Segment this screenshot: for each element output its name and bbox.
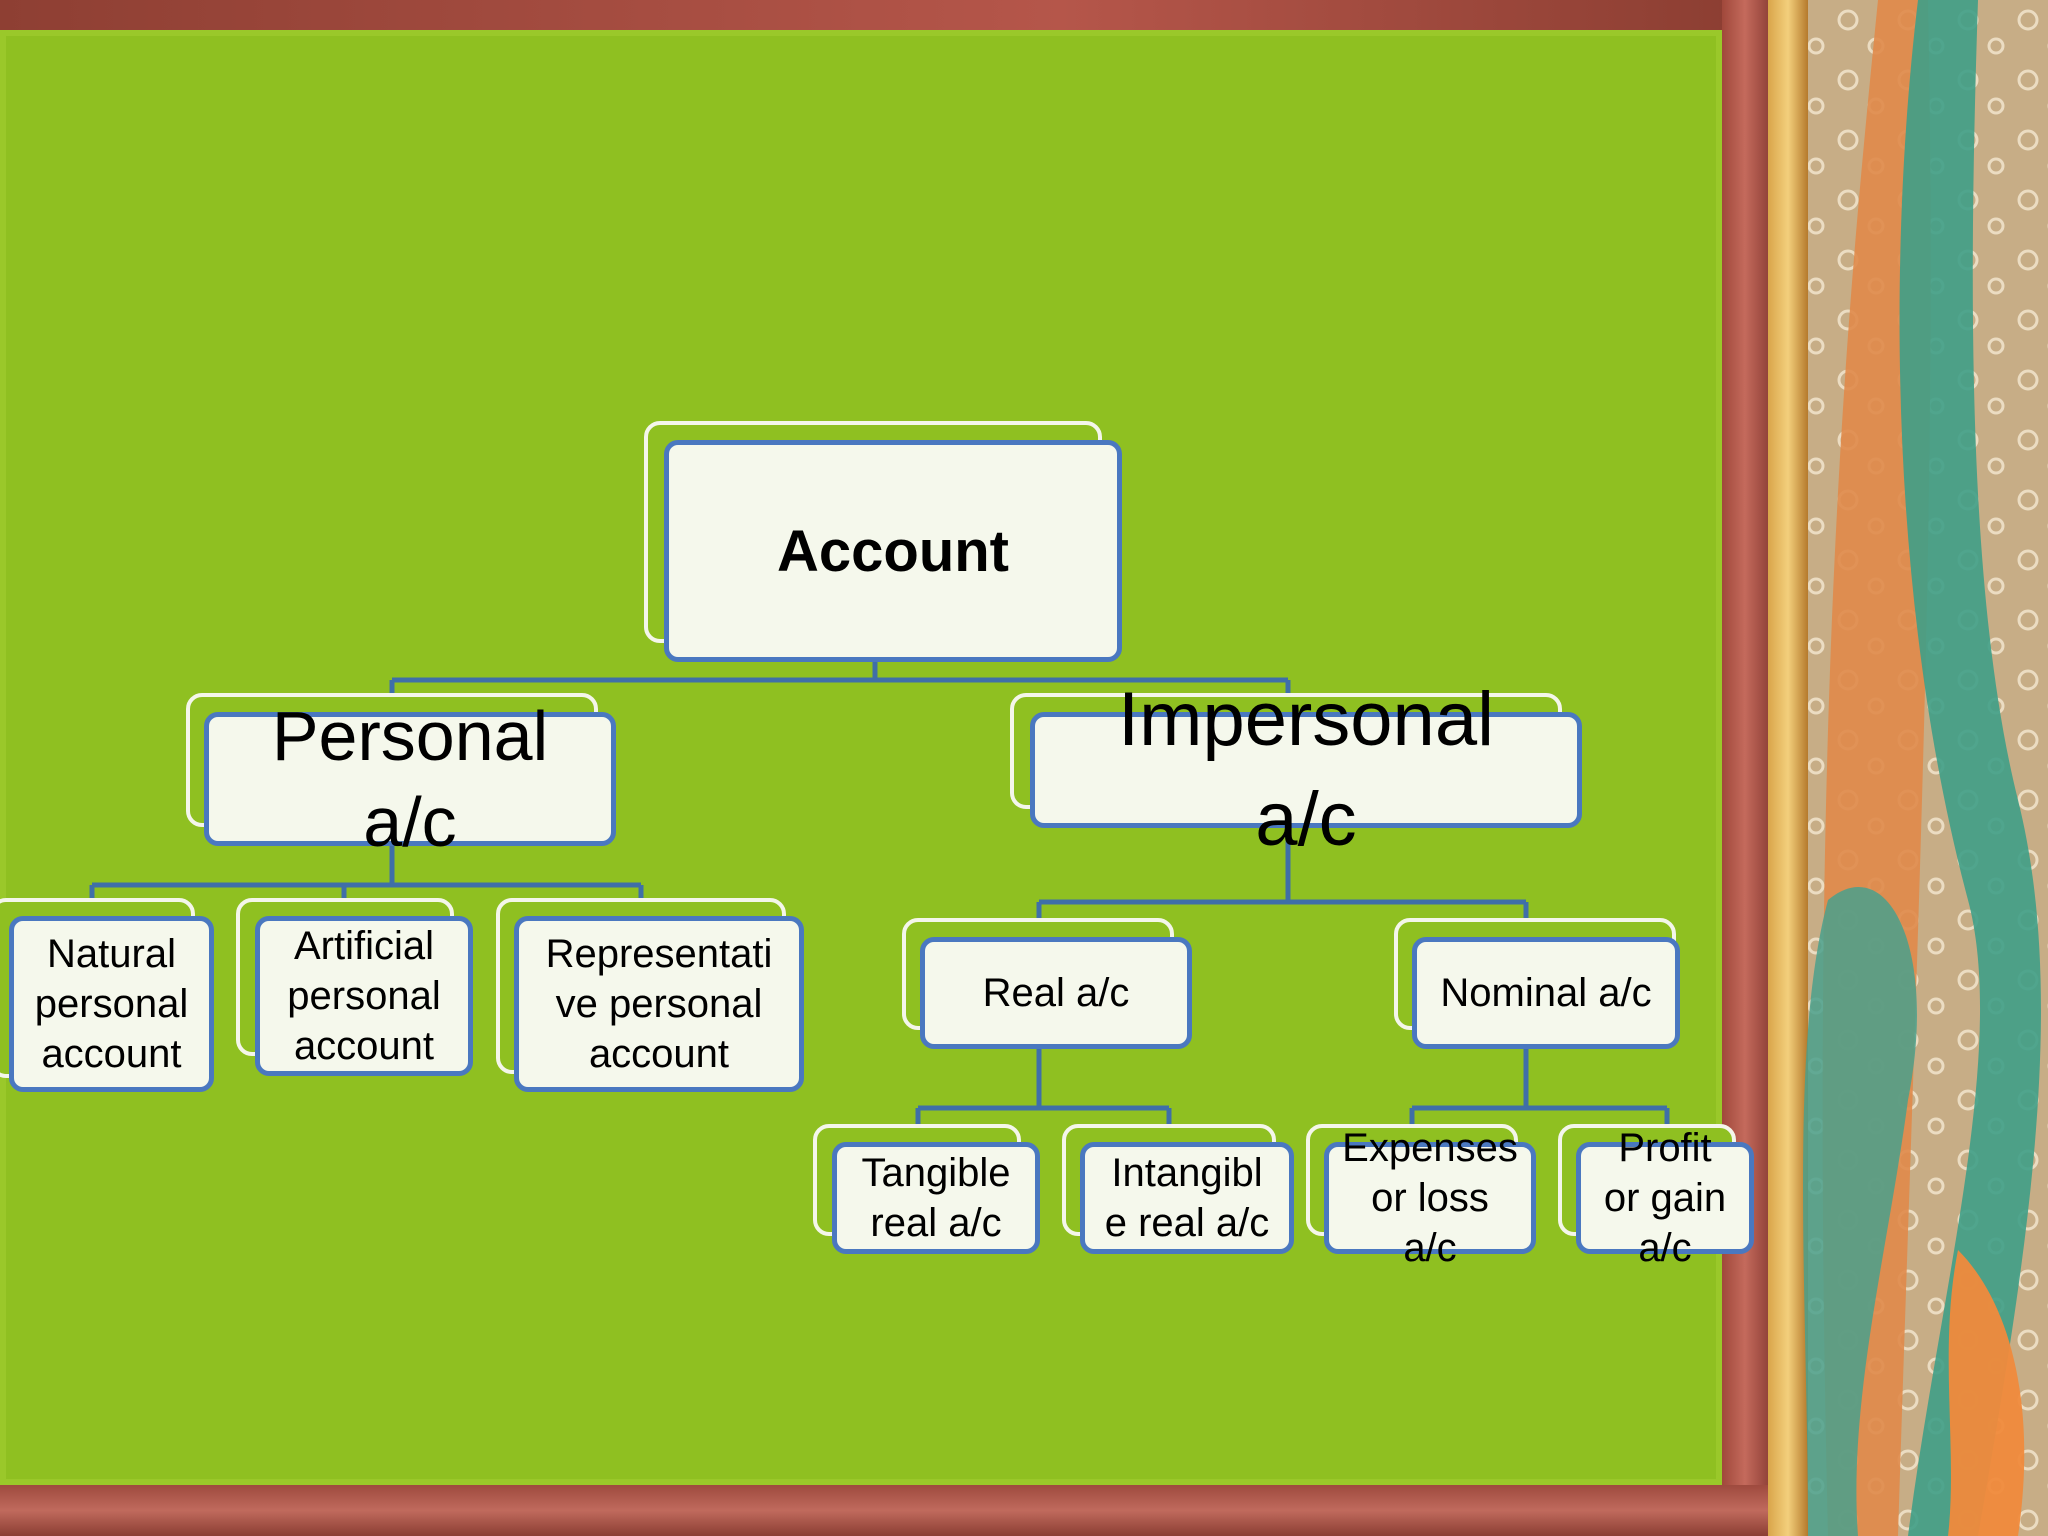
expenses-loss-node: Expenses or loss a/c: [1324, 1126, 1536, 1270]
frame-right-edge: [1722, 0, 1768, 1536]
intangible-real-label: Intangibl e real a/c: [1104, 1151, 1270, 1245]
decorative-panel: [1768, 0, 2048, 1536]
nominal-node: Nominal a/c: [1412, 937, 1680, 1049]
intangible-real-node: Intangibl e real a/c: [1080, 1142, 1294, 1254]
frame-bottom-edge: [0, 1485, 1768, 1536]
personal-node: Personal a/c: [204, 697, 616, 861]
impersonal-node: Impersonal a/c: [1030, 677, 1582, 862]
natural-personal-node: Natural personal account: [9, 916, 214, 1092]
tangible-real-node: Tangible real a/c: [832, 1142, 1040, 1254]
real-node: Real a/c: [920, 937, 1192, 1049]
root-node: Account: [664, 440, 1122, 662]
profit-gain-label: Profit or gain a/c: [1603, 1126, 1727, 1270]
artificial-personal-label: Artificial personal account: [287, 924, 441, 1068]
representative-personal-label: Representati ve personal account: [545, 932, 773, 1076]
nominal-label: Nominal a/c: [1440, 970, 1652, 1015]
impersonal-label: Impersonal a/c: [1118, 677, 1494, 862]
real-label: Real a/c: [982, 970, 1130, 1015]
root-label: Account: [777, 518, 1009, 584]
profit-gain-node: Profit or gain a/c: [1576, 1126, 1754, 1270]
artificial-personal-node: Artificial personal account: [255, 916, 473, 1076]
tangible-real-label: Tangible real a/c: [861, 1151, 1011, 1245]
personal-label: Personal a/c: [271, 697, 549, 861]
expenses-loss-label: Expenses or loss a/c: [1342, 1126, 1518, 1270]
representative-personal-node: Representati ve personal account: [514, 916, 804, 1092]
natural-personal-label: Natural personal account: [34, 932, 189, 1076]
